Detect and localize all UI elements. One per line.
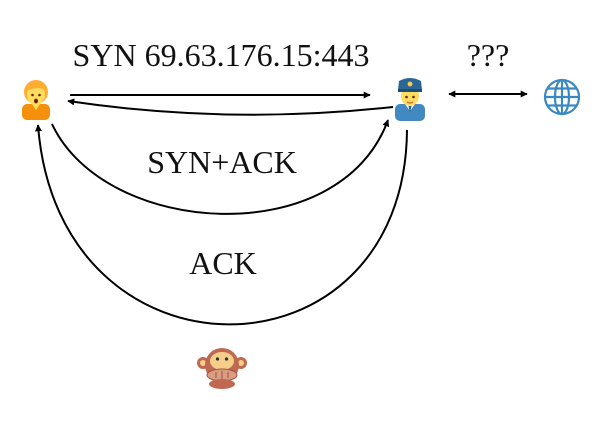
- police-officer-icon: [395, 78, 425, 121]
- officer-eye-left: [405, 95, 408, 99]
- person-icon: [22, 80, 50, 120]
- person-mouth: [34, 98, 38, 104]
- monkey-inner-ear-right: [238, 360, 244, 366]
- officer-tie: [408, 106, 412, 113]
- officer-cap-badge: [407, 81, 413, 87]
- monkey-body: [209, 379, 235, 389]
- officer-mouth: [406, 101, 414, 104]
- syn-ack-arrow: [51, 119, 390, 215]
- person-eye-right: [38, 93, 41, 97]
- person-shirt: [22, 104, 50, 120]
- monkey-inner-ear-left: [200, 360, 206, 366]
- monkey-eye-right: [224, 357, 229, 361]
- ack-label: ACK: [189, 245, 257, 281]
- person-neck: [32, 104, 40, 110]
- globe-parallels: [547, 87, 577, 107]
- officer-cap-brim: [398, 89, 422, 92]
- person-face: [27, 85, 45, 105]
- syn-ack-label: SYN+ACK: [147, 144, 297, 180]
- officer-eye-right: [412, 95, 415, 99]
- monkey-eye-left: [215, 357, 220, 361]
- syn-label: SYN 69.63.176.15:443: [73, 37, 370, 73]
- monkey-face: [210, 352, 234, 370]
- person-fringe: [26, 85, 46, 91]
- globe-icon: [543, 78, 581, 116]
- monkey-fingers: [215, 371, 229, 379]
- ack-arrow: [34, 124, 408, 326]
- return-arrow: [67, 98, 394, 116]
- person-eye-left: [31, 93, 34, 97]
- speak-no-evil-monkey-icon: [197, 348, 247, 389]
- unknown-label: ???: [467, 37, 510, 73]
